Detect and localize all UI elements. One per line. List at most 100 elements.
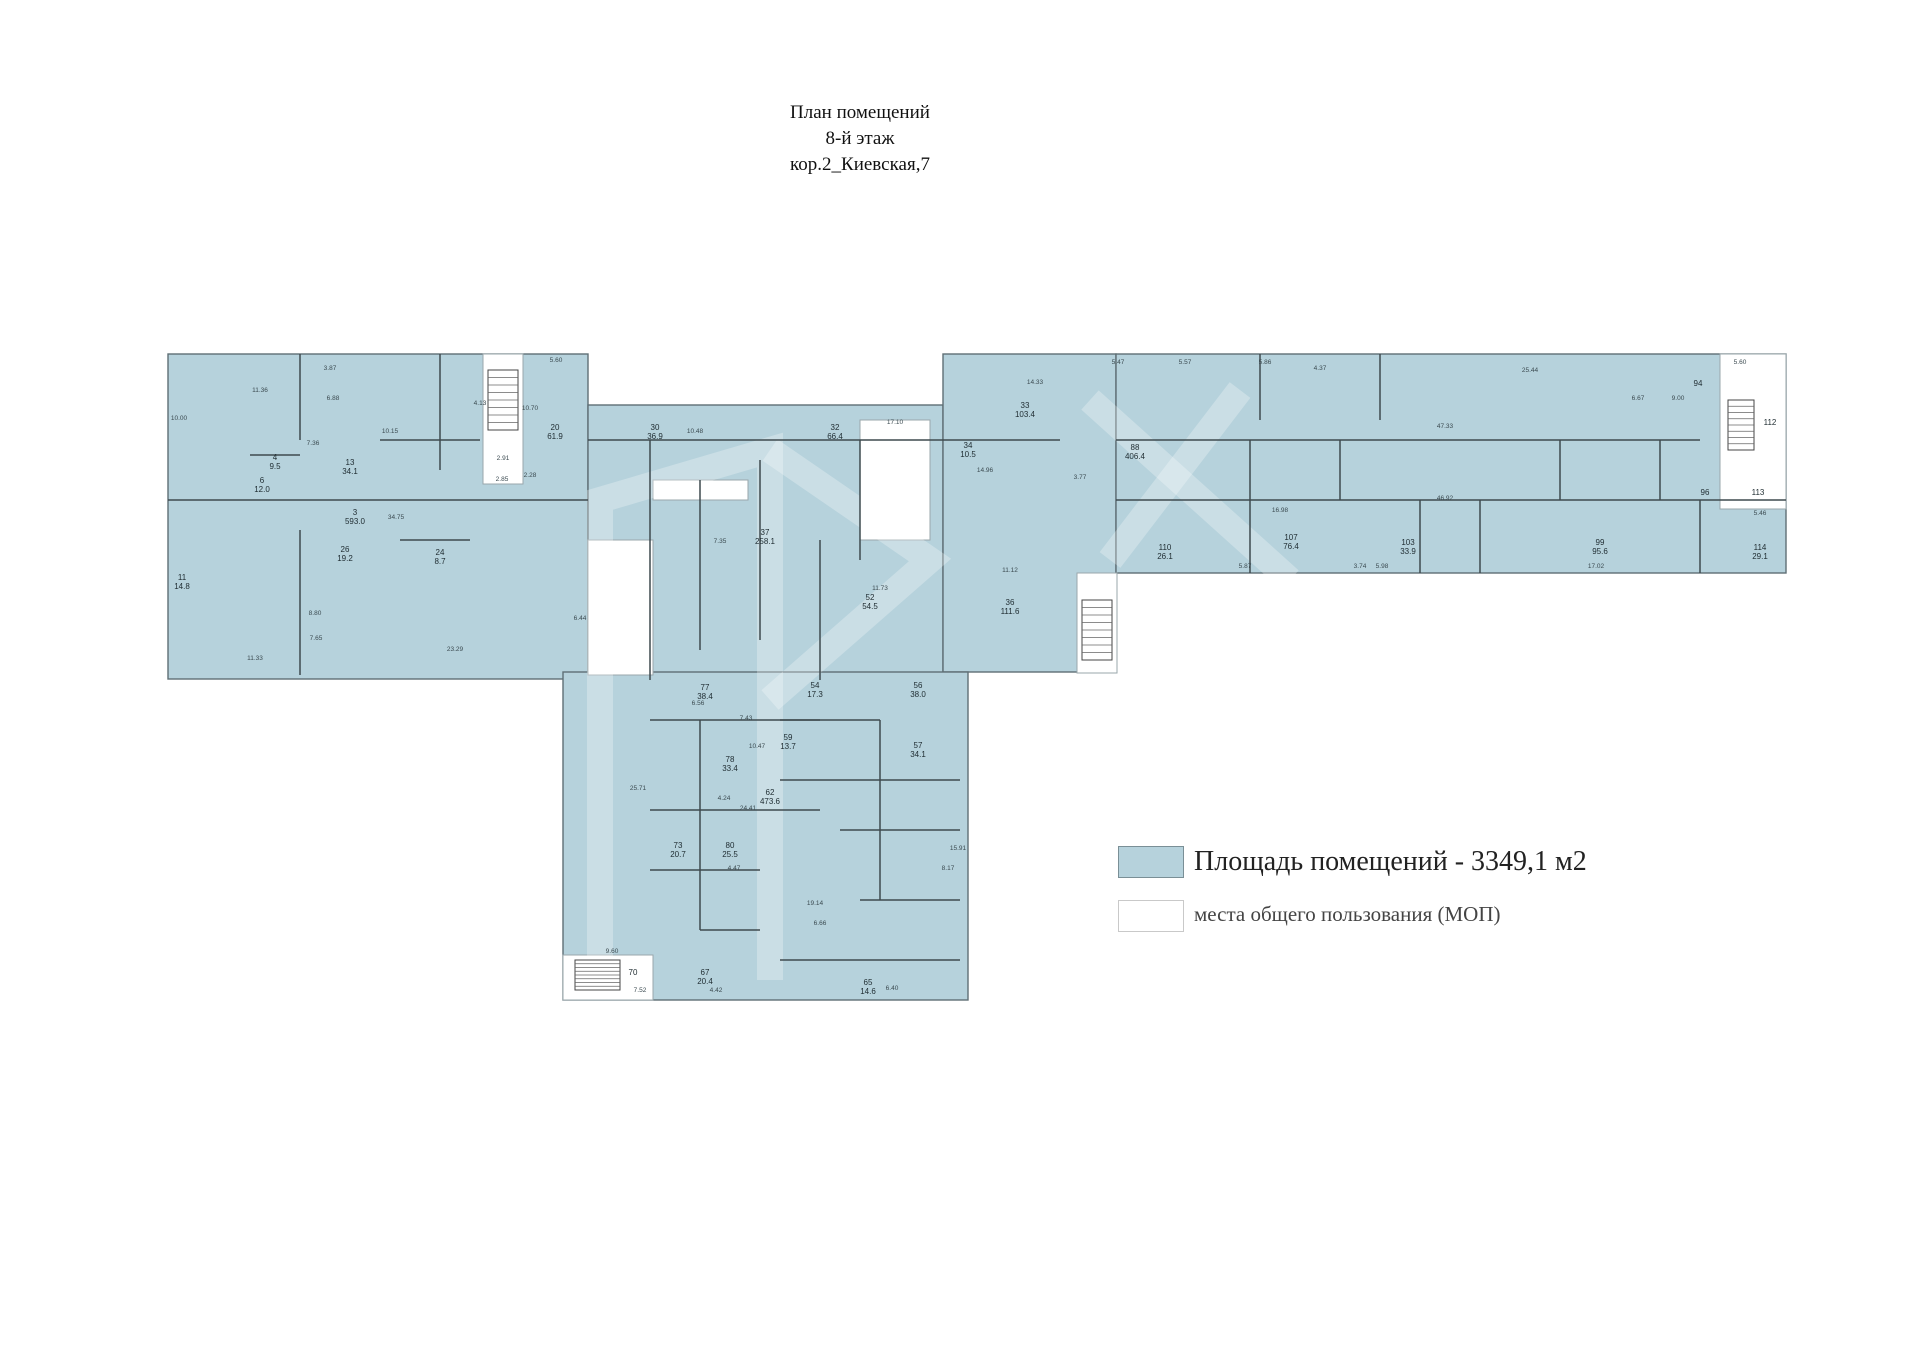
dimension-label: 2.28 [524,472,537,479]
room-number-6: 6 [260,476,265,485]
interior-walls [168,354,1786,961]
room-marker-112: 112 [1764,418,1777,427]
watermark-stroke-4 [1099,382,1251,568]
watermark-stroke-3 [1081,390,1299,590]
room-area-34: 10.5 [960,450,976,459]
common-corridor-left [587,539,654,676]
room-area-99: 95.6 [1592,547,1608,556]
room-area-4: 9.5 [269,462,281,471]
dimension-label: 46.92 [1437,495,1454,502]
room-number-103: 103 [1401,538,1415,547]
dimension-label: 16.98 [1272,507,1289,514]
room-number-54: 54 [811,681,820,690]
plan-title: План помещений 8-й этаж кор.2_Киевская,7 [700,100,1020,178]
dimension-label: 10.47 [749,743,766,750]
room-area-103: 33.9 [1400,547,1416,556]
dimension-label: 19.14 [807,900,824,907]
dimension-label: 14.33 [1027,379,1044,386]
room-number-77: 77 [701,683,710,692]
room-area-30: 36.9 [647,432,663,441]
dimension-label: 11.12 [1002,567,1018,574]
dimension-label: 5.98 [1376,563,1389,570]
dimension-label: 10.48 [687,428,704,435]
dimension-label: 7.36 [307,440,320,447]
room-area-32: 66.4 [827,432,843,441]
room-area-67: 20.4 [697,977,713,986]
dimension-label: 6.44 [574,615,587,622]
room-area-6: 12.0 [254,485,270,494]
left-wing [167,353,589,680]
room-number-37: 37 [761,528,770,537]
room-area-110: 26.1 [1157,552,1173,561]
room-marker-70: 70 [629,968,638,977]
dimension-label: 7.43 [740,715,753,722]
title-line-2: 8-й этаж [825,128,895,149]
south-wing [562,671,969,1001]
room-number-24: 24 [436,548,445,557]
room-area-56: 38.0 [910,690,926,699]
right-wing [1115,353,1787,574]
dimension-label: 7.65 [310,635,323,642]
dimension-labels: 11.363.8710.157.3634.7523.2911.3310.008.… [171,357,1767,994]
dimension-label: 11.33 [247,655,263,662]
dimension-label: 3.77 [1074,474,1087,481]
room-number-32: 32 [831,423,840,432]
room-area-33: 103.4 [1015,410,1036,419]
room-number-26: 26 [341,545,350,554]
room-number-13: 13 [346,458,355,467]
room-number-59: 59 [784,733,793,742]
dimension-label: 9.60 [606,948,619,955]
dimension-label: 5.46 [1754,510,1767,517]
room-area-114: 29.1 [1752,552,1768,561]
dimension-label: 7.35 [714,538,727,545]
dimension-label: 7.52 [634,987,647,994]
dimension-label: 10.70 [522,405,539,412]
dimension-label: 6.67 [1632,395,1645,402]
room-number-80: 80 [726,841,735,850]
dimension-label: 3.74 [1354,563,1367,570]
dimension-label: 4.24 [718,795,731,802]
dimension-label: 9.00 [1672,395,1685,402]
dimension-label: 8.17 [942,865,955,872]
room-number-62: 62 [766,788,775,797]
room-area-65: 14.6 [860,987,876,996]
room-number-20: 20 [551,423,560,432]
dimension-label: 4.13 [474,400,487,407]
room-area-26: 19.2 [337,554,353,563]
dimension-label: 5.86 [1259,359,1272,366]
dimension-label: 4.42 [710,987,723,994]
legend-common-label: места общего пользования (МОП) [1194,902,1501,926]
room-area-77: 38.4 [697,692,713,701]
room-number-4: 4 [273,453,278,462]
dimension-label: 6.66 [814,920,827,927]
room-area-73: 20.7 [670,850,686,859]
dimension-label: 5.57 [1179,359,1192,366]
dimension-label: 17.02 [1588,563,1605,570]
dimension-label: 23.29 [447,646,464,653]
title-line-3: кор.2_Киевская,7 [790,154,930,175]
dimension-label: 6.56 [692,700,705,707]
watermark-logo [587,382,1299,980]
legend-rentable-swatch [1118,846,1184,878]
room-number-67: 67 [701,968,710,977]
room-number-65: 65 [864,978,873,987]
stairwells [487,369,1755,991]
room-area-11: 14.8 [174,582,190,591]
room-area-107: 76.4 [1283,542,1299,551]
dimension-label: 10.15 [382,428,399,435]
dimension-label: 25.71 [630,785,647,792]
dimension-label: 11.36 [252,387,268,394]
room-number-78: 78 [726,755,735,764]
room-marker-96: 96 [1701,488,1710,497]
room-number-30: 30 [651,423,660,432]
dimension-label: 6.88 [327,395,340,402]
dimension-label: 24.41 [740,805,757,812]
dimension-label: 4.47 [728,865,741,872]
room-number-110: 110 [1159,543,1172,552]
dimension-label: 5.60 [550,357,563,364]
dimension-label: 4.37 [1314,365,1327,372]
room-number-88: 88 [1131,443,1140,452]
dimension-label: 17.10 [887,419,904,426]
room-area-57: 34.1 [910,750,926,759]
room-area-3: 593.0 [345,517,366,526]
